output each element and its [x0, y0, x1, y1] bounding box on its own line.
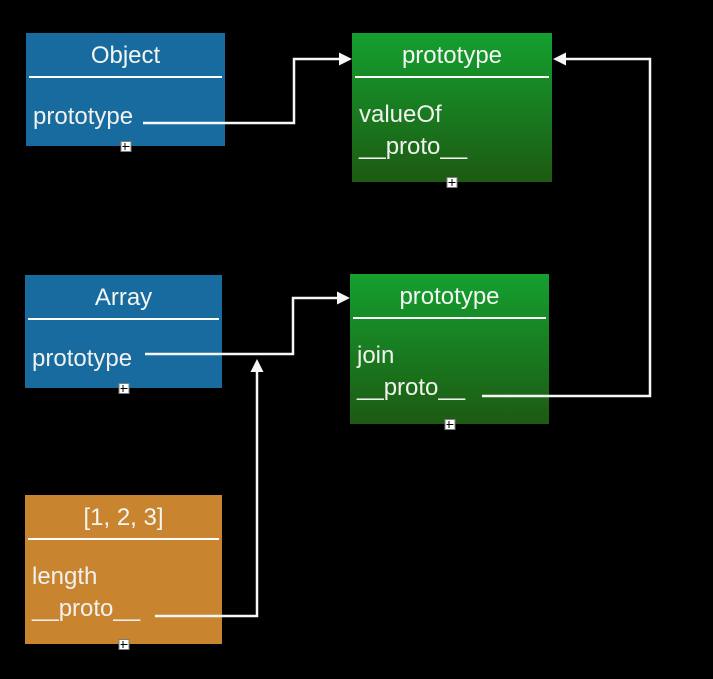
box-title: Array [94, 284, 153, 311]
box-object-prototype[interactable]: prototype valueOf __proto__ [352, 33, 552, 188]
box-array-instance[interactable]: [1, 2, 3] length __proto__ [25, 495, 222, 650]
box-object-constructor[interactable]: Object prototype [26, 33, 225, 152]
field-proto: __proto__ [359, 133, 468, 160]
field-valueof: valueOf [359, 101, 442, 128]
separator-line [29, 76, 222, 78]
arrowhead-right-icon [337, 291, 350, 305]
box-title: prototype [399, 283, 500, 310]
expand-plus-icon[interactable] [120, 141, 131, 152]
separator-line [28, 538, 219, 540]
box-title: prototype [401, 42, 503, 69]
field-proto: __proto__ [357, 374, 466, 401]
field-prototype: prototype [32, 345, 133, 372]
box-array-constructor[interactable]: Array prototype [25, 275, 222, 394]
expand-plus-icon[interactable] [446, 177, 458, 188]
arrowhead-up-icon [250, 359, 264, 372]
arrowhead-left-icon [553, 52, 566, 66]
arrowhead-right-icon [339, 52, 352, 66]
field-length: length [32, 563, 98, 590]
box-array-prototype[interactable]: prototype join __proto__ [350, 274, 549, 430]
separator-line [28, 318, 219, 320]
separator-line [355, 76, 549, 78]
field-proto: __proto__ [32, 595, 141, 622]
expand-plus-icon[interactable] [444, 419, 455, 430]
expand-plus-icon[interactable] [118, 639, 129, 650]
expand-plus-icon[interactable] [118, 383, 129, 394]
field-join: join [357, 342, 395, 369]
separator-line [353, 317, 546, 319]
field-prototype: prototype [33, 103, 134, 130]
box-title: [1, 2, 3] [83, 504, 164, 531]
box-title: Object [90, 42, 161, 69]
